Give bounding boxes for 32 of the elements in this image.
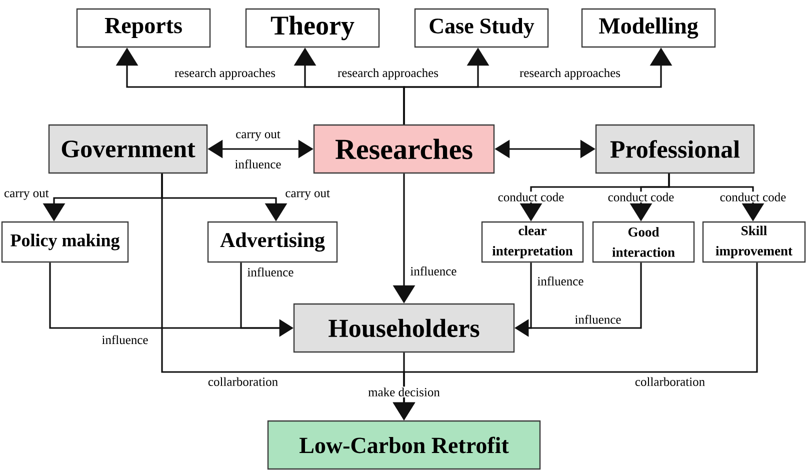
edge-label: influence: [102, 335, 148, 344]
edge-label: research approaches: [520, 68, 620, 80]
process-box: Low-Carbon Retrofit: [267, 420, 541, 470]
process-box: Householders: [293, 303, 515, 353]
process-box: Skill improvement: [702, 221, 806, 263]
edge-label: conduct code: [606, 192, 676, 202]
process-box: Government: [48, 124, 208, 174]
edge-label: collarboration: [635, 377, 705, 386]
process-box: Case Study: [414, 8, 549, 48]
edge-label: influence: [247, 268, 294, 276]
edge-label: carry out: [286, 190, 330, 200]
edge-label: carry out: [4, 190, 49, 200]
edge-label: conduct code: [496, 192, 566, 202]
process-box: Modelling: [581, 8, 716, 48]
process-box: Good interaction: [592, 221, 695, 263]
edge-label: collarboration: [208, 377, 278, 386]
process-box: Advertising: [207, 221, 338, 263]
process-box: Researches: [313, 124, 495, 174]
edge-label: influence: [575, 314, 621, 324]
edge-label: carry out: [236, 131, 280, 141]
edge-label: research approaches: [338, 68, 438, 80]
process-box: Policy making: [1, 221, 129, 263]
edge-label: influence: [410, 266, 456, 276]
process-box: Professional: [595, 124, 755, 174]
text-label: influence: [235, 160, 281, 168]
edge-label: make decision: [367, 386, 441, 398]
edge-label: conduct code: [718, 192, 788, 202]
edge-label: influence: [537, 276, 584, 286]
process-box: Theory: [245, 8, 380, 48]
process-box: clear interpretation: [481, 221, 584, 263]
process-box: Reports: [76, 8, 211, 48]
edge-label: research approaches: [174, 68, 276, 80]
